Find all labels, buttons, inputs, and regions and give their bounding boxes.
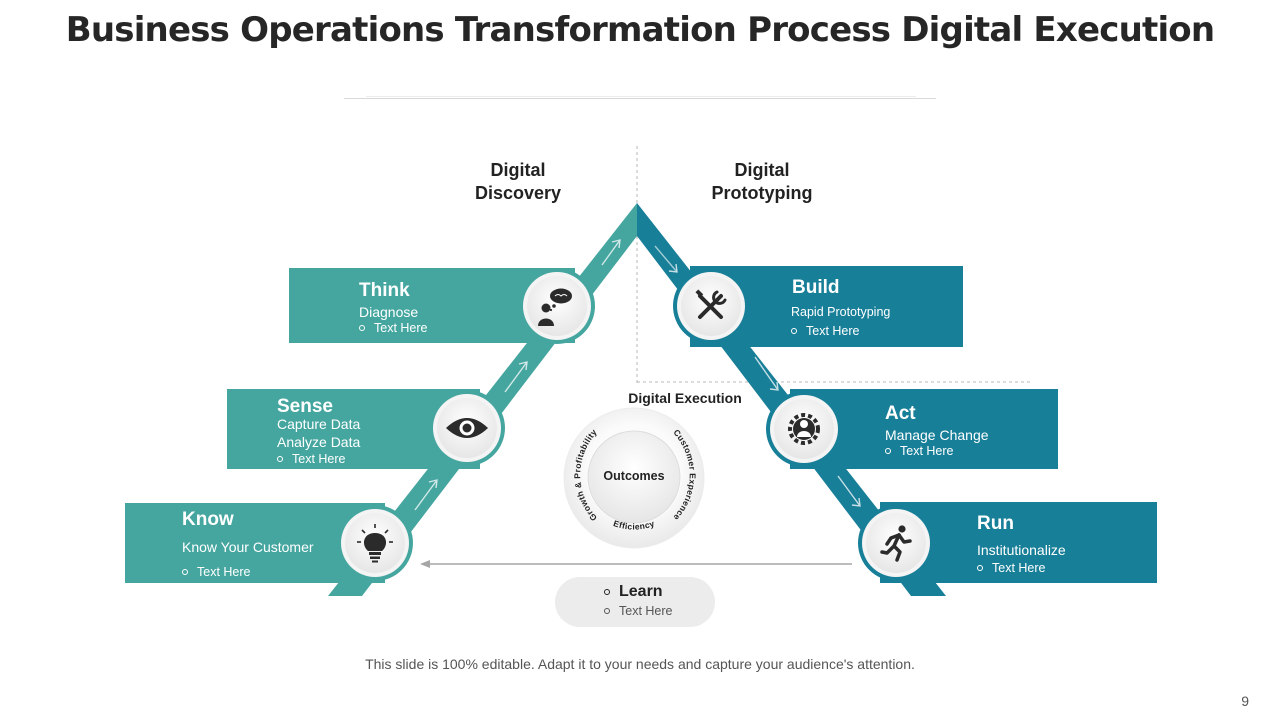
stage-right-line1: Digital — [734, 160, 790, 180]
outcomes-label: Outcomes — [603, 469, 664, 483]
think-subtitle: Diagnose — [359, 304, 419, 320]
page-number: 9 — [1241, 693, 1249, 709]
think-circle — [519, 268, 595, 344]
stage-left-line2: Discovery — [474, 183, 562, 203]
run-text: Text Here — [977, 561, 1046, 575]
run-title: Run — [977, 513, 1014, 534]
bullet-icon — [977, 565, 983, 571]
know-subtitle: Know Your Customer — [182, 539, 314, 555]
bullet-icon — [182, 569, 188, 575]
build-text-label: Text Here — [806, 324, 860, 338]
act-subtitle: Manage Change — [885, 427, 989, 443]
bullet-icon — [885, 448, 891, 454]
learn-box: Learn Text Here — [555, 577, 715, 627]
act-title: Act — [885, 403, 916, 424]
bullet-icon — [604, 608, 610, 614]
act-text: Text Here — [885, 444, 954, 458]
bullet-icon — [791, 328, 797, 334]
sense-text-label: Text Here — [292, 452, 346, 466]
bullet-icon — [604, 589, 610, 595]
title-divider — [344, 98, 936, 99]
stage-digital-prototyping: Digital Prototyping — [692, 159, 832, 205]
know-title: Know — [182, 509, 234, 530]
think-text-label: Text Here — [374, 321, 428, 335]
running-person-icon — [880, 525, 912, 562]
stage-digital-discovery: Digital Discovery — [448, 159, 588, 205]
learn-title-label: Learn — [619, 583, 663, 600]
bullet-icon — [277, 456, 283, 462]
learn-arrowhead — [420, 560, 430, 568]
stage-right-line2: Prototyping — [711, 183, 813, 203]
ring-label-bottom: Efficiency — [612, 518, 656, 531]
know-text: Text Here — [182, 565, 251, 579]
title-divider-light — [366, 96, 916, 97]
flow-arrows — [414, 239, 861, 511]
page-title: Business Operations Transformation Proce… — [65, 10, 1215, 50]
learn-text: Text Here — [604, 604, 673, 618]
outcomes-ring — [563, 407, 705, 549]
think-text: Text Here — [359, 321, 428, 335]
digital-execution-label: Digital Execution — [628, 390, 742, 406]
eye-icon — [446, 418, 488, 438]
sense-subtitle-1: Capture Data — [277, 416, 361, 432]
learn-text-label: Text Here — [619, 604, 673, 618]
sense-title: Sense — [277, 396, 333, 417]
build-text: Text Here — [791, 324, 860, 338]
know-text-label: Text Here — [197, 565, 251, 579]
run-text-label: Text Here — [992, 561, 1046, 575]
build-subtitle: Rapid Prototyping — [791, 305, 891, 319]
footer-note: This slide is 100% editable. Adapt it to… — [365, 656, 915, 672]
run-subtitle: Institutionalize — [977, 542, 1066, 558]
tools-icon — [695, 289, 727, 319]
stage-left-line1: Digital — [490, 160, 546, 180]
think-title: Think — [359, 280, 410, 301]
build-title: Build — [792, 277, 840, 298]
act-text-label: Text Here — [900, 444, 954, 458]
person-gear-icon — [788, 413, 820, 445]
learn-title: Learn — [604, 583, 663, 601]
lightbulb-icon — [357, 524, 393, 563]
sense-subtitle-2: Analyze Data — [277, 434, 361, 450]
thinking-person-icon — [538, 288, 572, 326]
sense-text: Text Here — [277, 452, 346, 466]
bullet-icon — [359, 325, 365, 331]
